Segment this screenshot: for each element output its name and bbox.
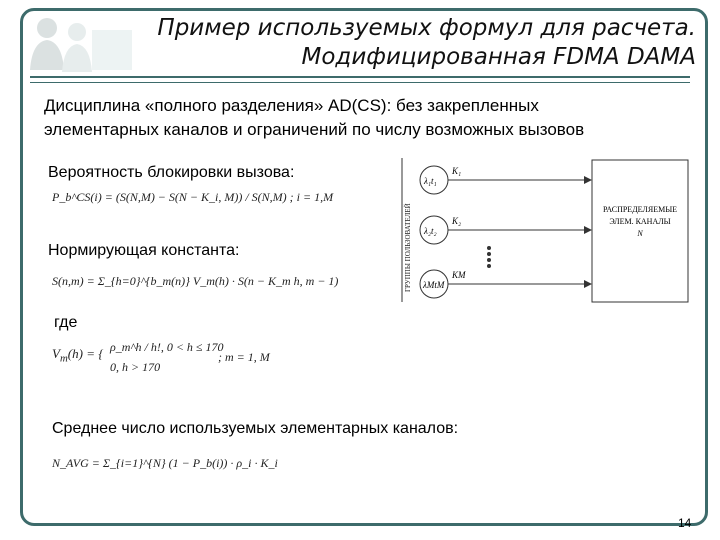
user-group-node-2-label: λ₂t₂ (423, 226, 437, 236)
intro-line-1: Дисциплина «полного разделения» AD(CS): … (44, 96, 539, 115)
user-group-node-m-label: λMtM (422, 280, 445, 290)
intro-text: Дисциплина «полного разделения» AD(CS): … (44, 94, 694, 142)
channels-box-line-2: ЭЛЕМ. КАНАЛЫ (609, 217, 670, 226)
vm-case-1: ρ_m^h / h!, 0 < h ≤ 170 (110, 340, 224, 354)
blocking-label: Вероятность блокировки вызова: (48, 164, 295, 181)
channels-box-line-3: N (636, 229, 643, 238)
avg-formula: N_AVG = Σ_{i=1}^{N} (1 − P_b(i)) · ρ_i ·… (52, 456, 278, 470)
title-divider (30, 76, 690, 78)
vm-case-2: 0, h > 170 (110, 360, 161, 374)
arrow-2-head (584, 226, 592, 234)
ellipsis-dot-3 (487, 258, 491, 262)
title-line-2: Модифицированная FDMA DAMA (301, 44, 696, 70)
page-title: Пример используемых формул для расчета. … (80, 14, 696, 72)
k-label-2: K₂ (451, 216, 461, 226)
k-label-1: K₁ (451, 166, 461, 176)
title-divider-thin (30, 82, 690, 83)
where-label: где (54, 314, 78, 331)
norm-label: Нормирующая константа: (48, 242, 240, 259)
vm-tail: ; m = 1, M (218, 350, 270, 364)
system-diagram: ГРУППЫ ПОЛЬЗОВАТЕЛЕЙ λ₁t₁ λ₂t₂ λMtM K₁ K… (401, 158, 689, 303)
arrow-1-head (584, 176, 592, 184)
arrow-m-head (584, 280, 592, 288)
people-silhouette-logo (30, 18, 132, 72)
page-number: 14 (678, 516, 692, 530)
norm-formula: S(n,m) = Σ_{h=0}^{b_m(n)} V_m(h) · S(n −… (52, 274, 339, 288)
channels-box-line-1: РАСПРЕДЕЛЯЕМЫЕ (603, 205, 677, 214)
avg-label: Среднее число используемых элементарных … (52, 420, 459, 437)
title-line-1: Пример используемых формул для расчета. (157, 15, 696, 41)
ellipsis-dot-4 (487, 264, 491, 268)
intro-line-2: элементарных каналов и ограничений по чи… (44, 120, 585, 139)
k-label-m: KM (451, 270, 466, 280)
blocking-formula: P_b^CS(i) = (S(N,M) − S(N − K_i, M)) / S… (52, 190, 334, 204)
user-group-node-1-label: λ₁t₁ (423, 176, 437, 186)
vm-formula-lhs: Vm(h) = { (52, 346, 104, 365)
diagram-side-label: ГРУППЫ ПОЛЬЗОВАТЕЛЕЙ (404, 203, 412, 292)
ellipsis-dot-1 (487, 246, 491, 250)
channels-box (591, 159, 689, 303)
slide-frame (20, 8, 708, 526)
ellipsis-dot-2 (487, 252, 491, 256)
